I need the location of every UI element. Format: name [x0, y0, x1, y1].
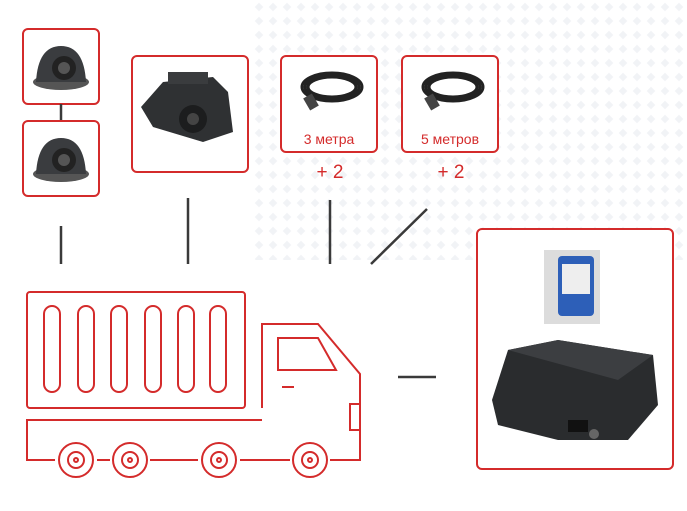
dome-camera-icon — [33, 46, 89, 90]
cable-quantity: + 2 — [316, 162, 344, 183]
cable-box-5m: 5 метров — [401, 55, 499, 153]
camera-box-2 — [22, 120, 100, 197]
cable-icon — [421, 71, 485, 111]
cable-length-label: 5 метров — [420, 131, 480, 147]
cable-icon — [300, 71, 364, 111]
dome-camera-icon — [33, 138, 89, 182]
camera-box-1 — [22, 28, 100, 105]
hard-drive-icon — [544, 250, 600, 324]
cable-length-label: 3 метра — [303, 131, 355, 147]
cable-quantity: + 2 — [437, 162, 465, 183]
dashcam-box — [131, 55, 249, 173]
dvr-icon — [492, 340, 658, 440]
cable-box-3m: 3 метра — [280, 55, 378, 153]
dashcam-icon — [141, 72, 233, 142]
connector-line — [370, 208, 428, 265]
dvr-box — [476, 228, 674, 470]
